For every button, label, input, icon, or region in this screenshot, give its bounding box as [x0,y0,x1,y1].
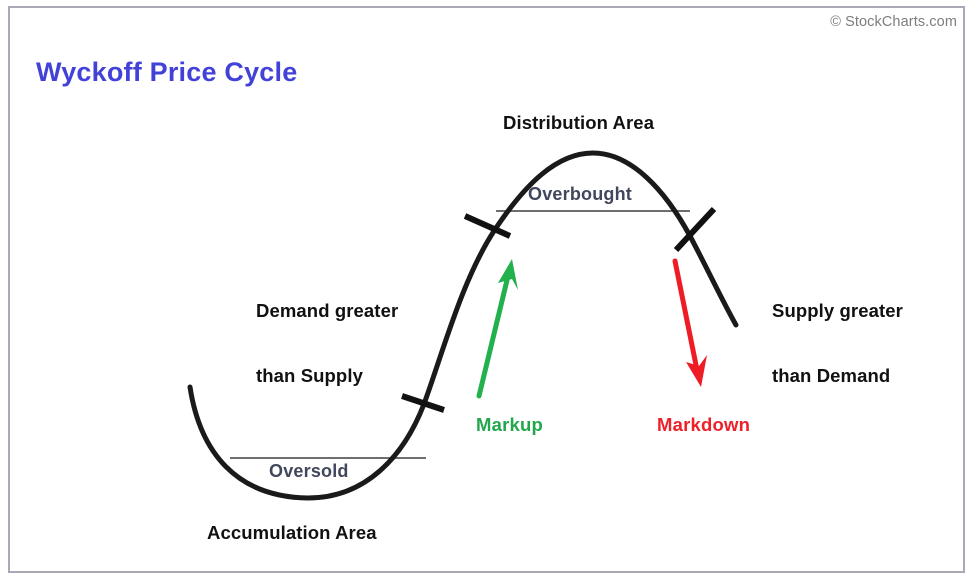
markup-arrow-icon [476,259,518,399]
canvas-border [8,6,965,573]
stockcharts-watermark: © StockCharts.com [830,14,957,30]
markdown-arrow-icon [672,258,707,387]
supply-label-line-1: Supply greater [772,299,903,321]
oversold-label: Oversold [269,461,349,481]
tick-markup-start-icon [401,393,445,413]
supply-label-line-2: than Demand [772,365,891,387]
page-title: Wyckoff Price Cycle [36,57,298,87]
demand-greater-label: Demand greater than Supply [256,256,398,431]
price-cycle-curve [187,150,739,501]
accumulation-area-label: Accumulation Area [207,522,377,543]
tick-distribution-left-icon [463,213,512,239]
demand-label-line-2: than Supply [256,365,363,387]
supply-greater-label: Supply greater than Demand [772,256,903,431]
markup-label: Markup [476,414,543,435]
tick-distribution-right-icon [673,206,717,253]
overbought-label: Overbought [528,184,632,204]
demand-label-line-1: Demand greater [256,299,399,321]
markdown-label: Markdown [657,414,751,435]
distribution-area-label: Distribution Area [503,112,655,133]
